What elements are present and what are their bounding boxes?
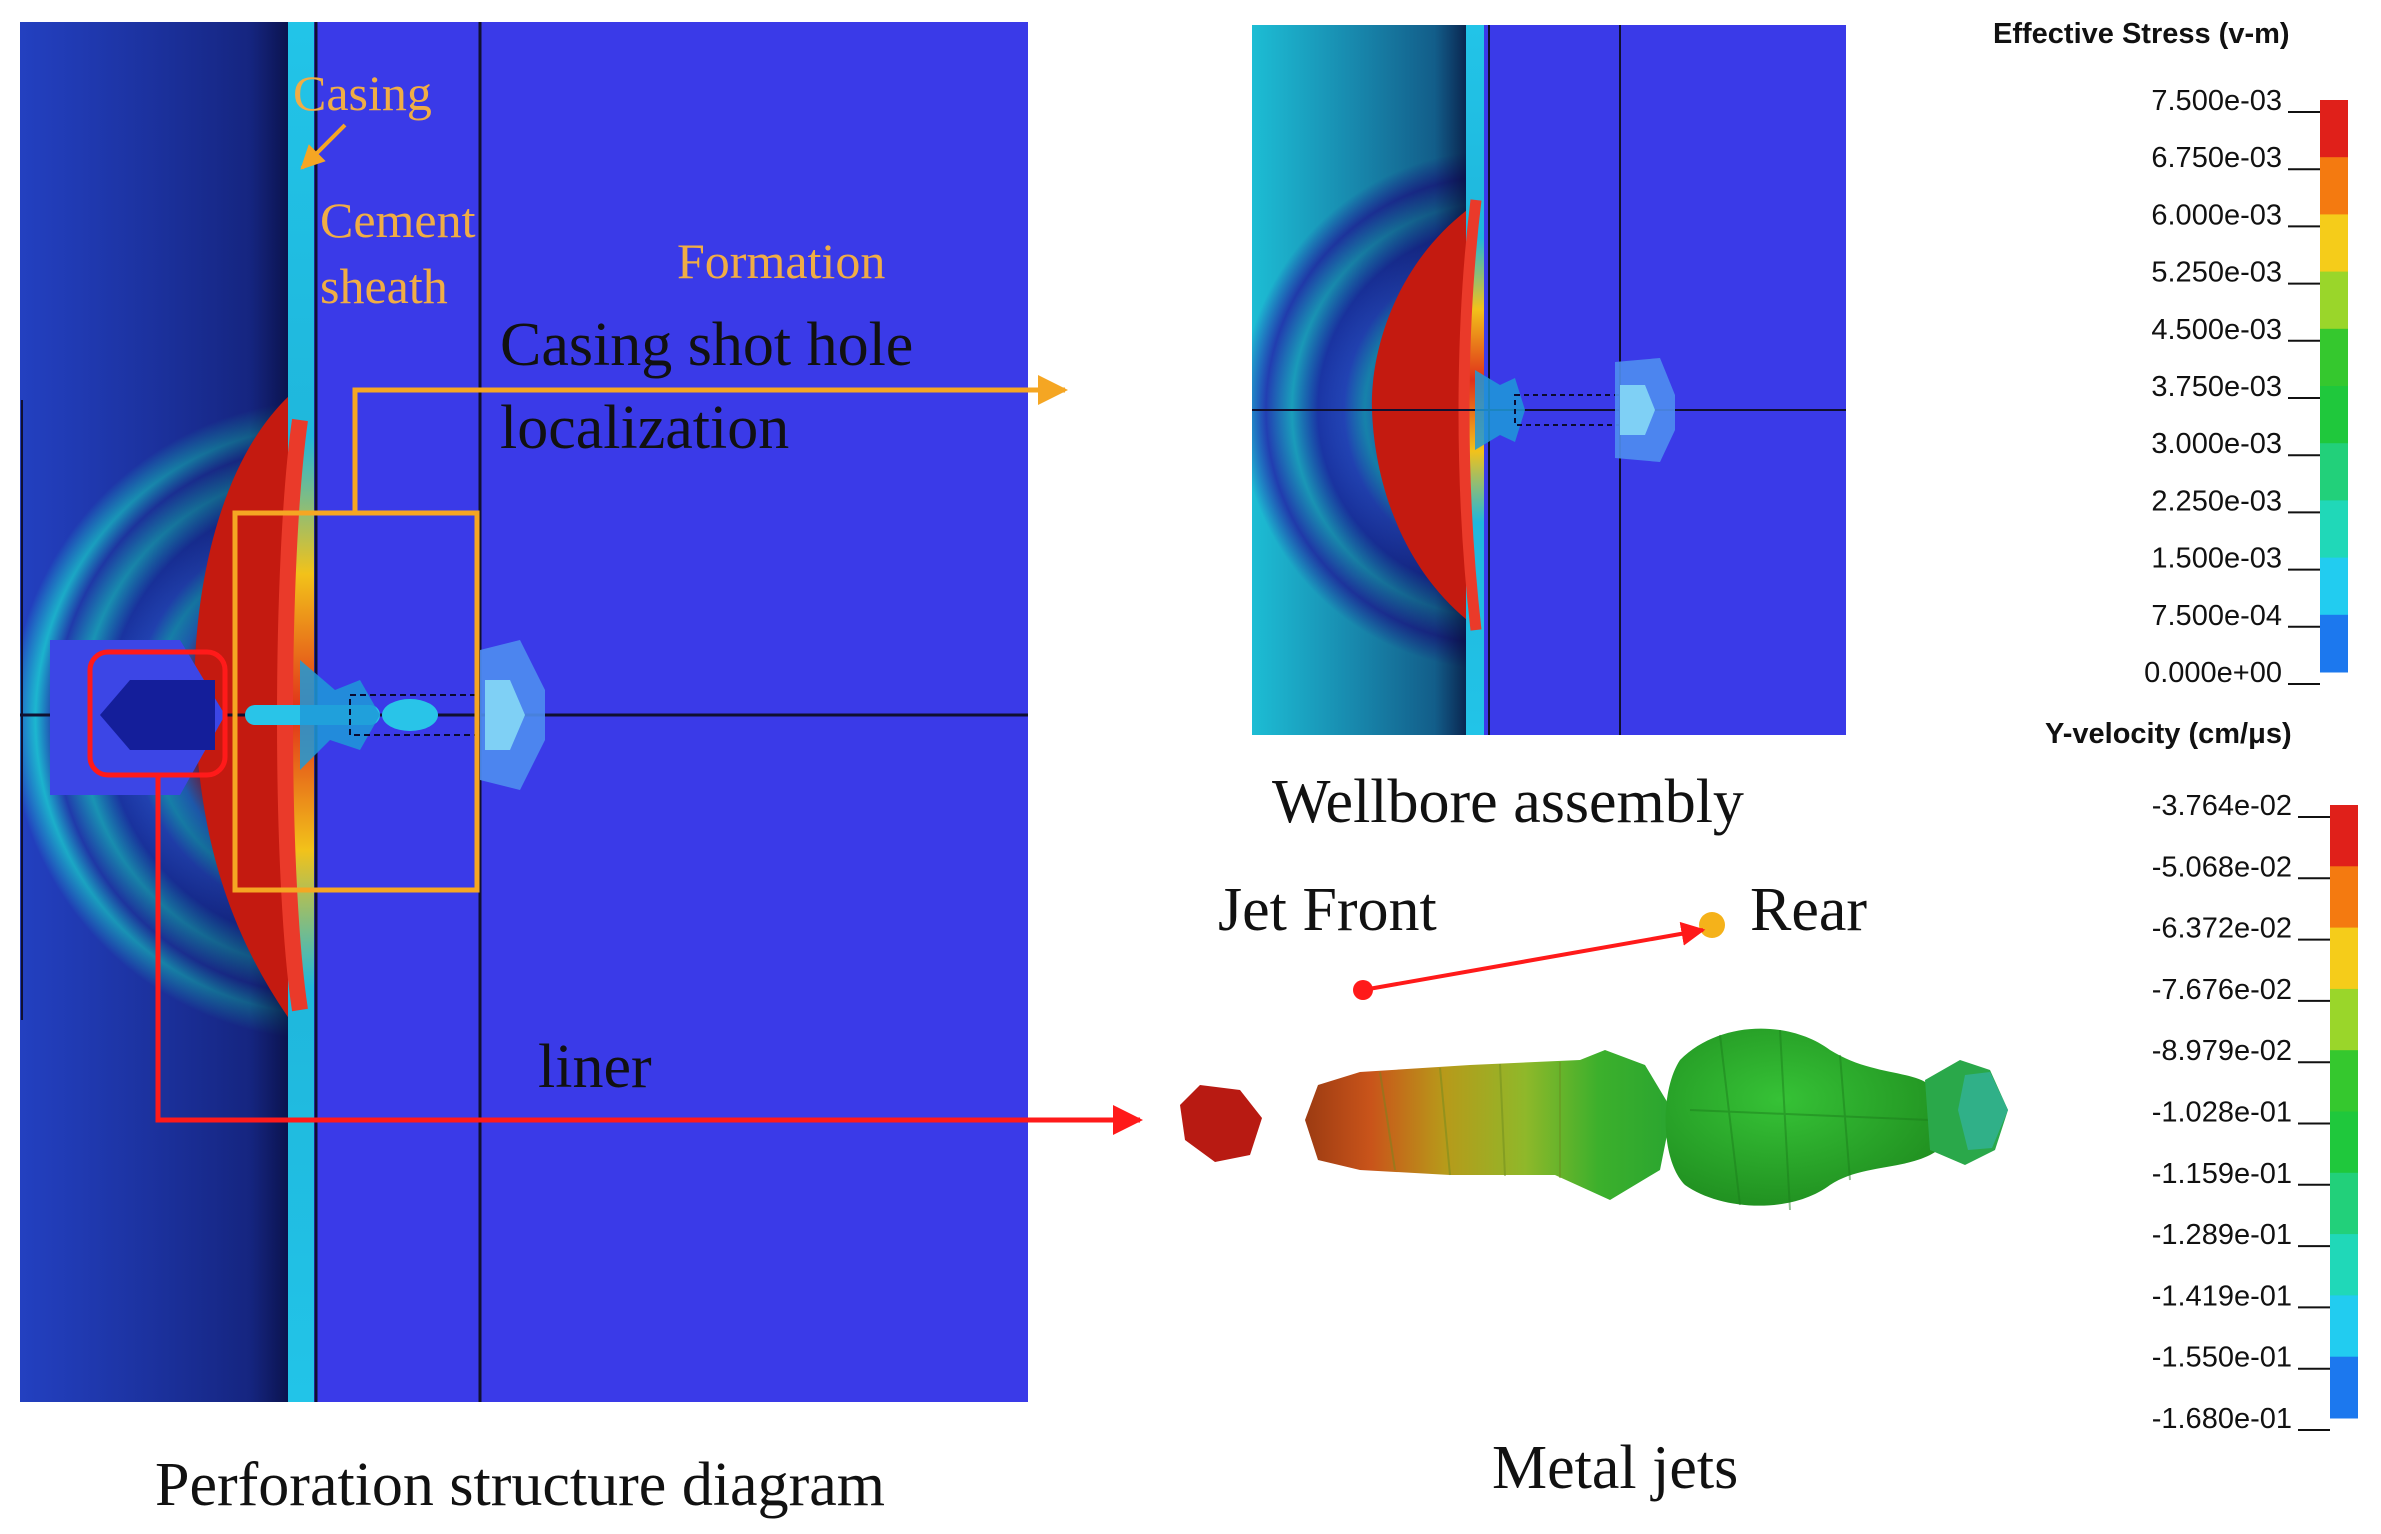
shot-hole-label-line2: localization <box>500 394 789 462</box>
jet-bulge <box>382 699 438 731</box>
velocity-legend-title: Y-velocity (cm/μs) <box>2045 718 2292 750</box>
velocity-color-swatch <box>2330 805 2358 867</box>
high-stress-zone <box>194 395 300 1020</box>
stress-color-swatch <box>2320 271 2348 330</box>
stress-tick-label: 7.500e-03 <box>2151 85 2282 117</box>
stress-legend-scale: 7.500e-03 6.750e-03 6.000e-03 5.250e-03 4.50… <box>2144 85 2348 689</box>
casing-label: Casing <box>293 65 432 121</box>
jet-rear-label: Rear <box>1750 876 1867 944</box>
velocity-legend-scale: -3.764e-02 -5.068e-02 -6.372e-02 -7.676e-02… <box>2152 790 2358 1435</box>
velocity-tick-label: -1.159e-01 <box>2152 1158 2292 1190</box>
velocity-tick-label: -1.028e-01 <box>2152 1097 2292 1129</box>
perforation-panel <box>20 22 1028 1402</box>
stress-tick-label: 2.250e-03 <box>2151 485 2282 517</box>
formation-label: Formation <box>677 233 885 289</box>
velocity-tick-label: -1.419e-01 <box>2152 1280 2292 1312</box>
liner-label: liner <box>538 1033 652 1101</box>
liner-cone <box>100 680 215 750</box>
wellbore-damage-zone <box>1475 370 1525 450</box>
jet-tip-slug <box>1180 1085 1262 1162</box>
velocity-color-swatch <box>2330 1172 2358 1235</box>
velocity-tick-label: -3.764e-02 <box>2152 790 2292 822</box>
velocity-color-swatch <box>2330 1234 2358 1296</box>
stress-color-swatch <box>2320 614 2348 673</box>
velocity-color-swatch <box>2330 1356 2358 1419</box>
metal-jets-panel: Jet Front Rear Metal jets <box>1180 876 2008 1502</box>
stress-legend: Effective Stress (v-m) 7.500e-03 6.750e-0… <box>1993 18 2348 689</box>
jet-bulb-facets <box>1689 1029 1931 1211</box>
jet-body-facets <box>1379 1062 1561 1178</box>
wellbore-high-stress-zone <box>1371 210 1480 620</box>
velocity-color-swatch <box>2330 1295 2358 1358</box>
stress-tick-label: 4.500e-03 <box>2151 314 2282 346</box>
stress-color-swatch <box>2320 386 2348 444</box>
stress-color-swatch <box>2320 214 2348 273</box>
velocity-tick-label: -1.289e-01 <box>2152 1219 2292 1251</box>
shot-hole-label-line1: Casing shot hole <box>500 311 913 379</box>
stress-tick-label: 5.250e-03 <box>2151 257 2282 289</box>
cement-sheath-label-line2: sheath <box>320 258 448 314</box>
perforation-caption: Perforation structure diagram <box>155 1451 885 1519</box>
velocity-tick-label: -8.979e-02 <box>2152 1035 2292 1067</box>
velocity-color-swatch <box>2330 927 2358 990</box>
stress-color-swatch <box>2320 500 2348 559</box>
stress-color-swatch <box>2320 157 2348 215</box>
wellbore-caption: Wellbore assembly <box>1272 768 1744 836</box>
stress-tick-label: 0.000e+00 <box>2144 657 2282 689</box>
wellbore-casing-deformation <box>1458 199 1482 631</box>
jet-rear-bulb <box>1665 1028 1953 1206</box>
velocity-color-swatch <box>2330 988 2358 1051</box>
jet-tail-cap <box>1958 1072 2008 1150</box>
stress-color-swatch <box>2320 557 2348 616</box>
stress-tick-label: 3.000e-03 <box>2151 428 2282 460</box>
stress-tick-label: 3.750e-03 <box>2151 371 2282 403</box>
stress-tick-label: 6.750e-03 <box>2151 142 2282 174</box>
stress-tick-label: 1.500e-03 <box>2151 543 2282 575</box>
jet-rear-marker <box>1699 912 1725 938</box>
velocity-color-swatch <box>2330 866 2358 929</box>
velocity-color-swatch <box>2330 1111 2358 1174</box>
jet-front-label: Jet Front <box>1218 876 1437 944</box>
wellbore-shot-tunnel <box>1514 394 1626 426</box>
wellbore-tip-core <box>1620 385 1655 435</box>
velocity-color-swatch <box>2330 1050 2358 1112</box>
stress-color-swatch <box>2320 328 2348 387</box>
stress-tick-label: 6.000e-03 <box>2151 199 2282 231</box>
velocity-tick-label: -6.372e-02 <box>2152 913 2292 945</box>
liner-callout-line <box>155 775 1143 1135</box>
stress-color-swatch <box>2320 100 2348 158</box>
velocity-tick-label: -1.680e-01 <box>2152 1403 2292 1435</box>
casing-pointer-arrow <box>300 123 347 170</box>
front-to-rear-arrow <box>1362 921 1706 992</box>
velocity-tick-label: -5.068e-02 <box>2152 851 2292 883</box>
cement-sheath-label-line1: Cement <box>320 192 476 248</box>
damage-zone <box>300 660 380 770</box>
shot-hole-callout-line <box>352 375 1068 513</box>
wellbore-panel <box>1252 25 1846 735</box>
velocity-tick-label: -1.550e-01 <box>2152 1342 2292 1374</box>
velocity-legend: Y-velocity (cm/μs) -3.764e-02-5.068e-02-… <box>2045 718 2358 1435</box>
velocity-tick-label: -7.676e-02 <box>2152 974 2292 1006</box>
metal-jets-caption: Metal jets <box>1492 1434 1738 1502</box>
jet-main-body <box>1305 1050 1672 1200</box>
tunnel-tip-core <box>485 680 525 750</box>
stress-color-swatch <box>2320 443 2348 501</box>
stress-tick-label: 7.500e-04 <box>2151 600 2282 632</box>
stress-legend-title: Effective Stress (v-m) <box>1993 18 2290 50</box>
